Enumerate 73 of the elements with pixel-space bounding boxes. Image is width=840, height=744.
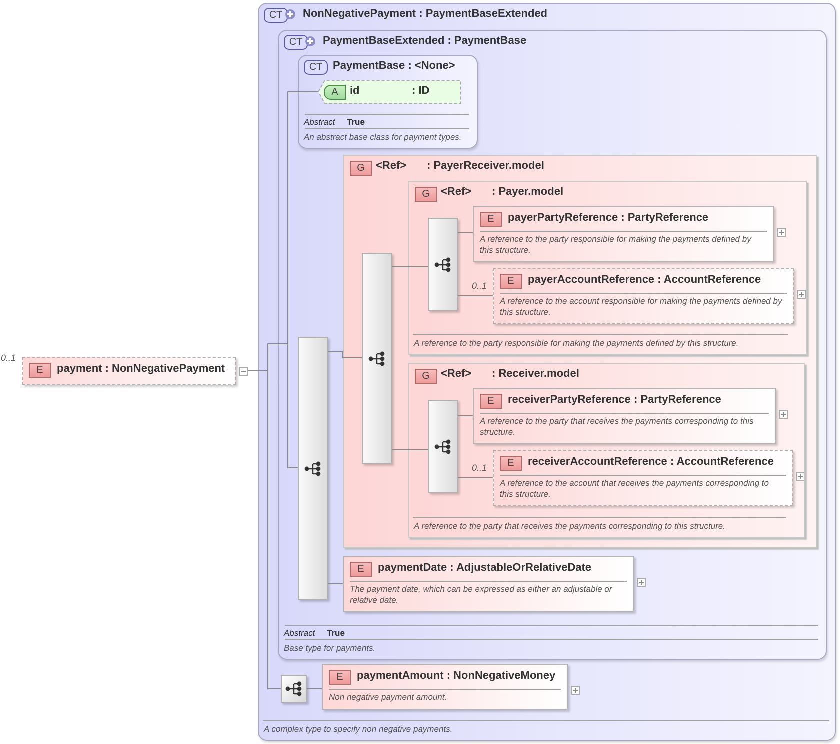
description: A reference to the party responsible for making the payments defined by this structure. xyxy=(480,234,753,256)
cardinality: 0..1 xyxy=(472,463,488,473)
element-badge: E xyxy=(350,562,372,577)
group-badge: G xyxy=(415,187,437,202)
sequence-compositor xyxy=(298,337,328,600)
type-name: NonNegativePayment : PaymentBaseExtended xyxy=(303,8,548,20)
attribute-name: id xyxy=(350,85,360,97)
property-value: True xyxy=(347,117,365,127)
element-box xyxy=(322,664,568,710)
connector-line xyxy=(306,688,322,690)
type-name: PaymentBaseExtended : PaymentBase xyxy=(323,35,527,47)
element-badge: E xyxy=(500,274,522,289)
complex-type-panel xyxy=(278,30,827,660)
sequence-compositor xyxy=(428,218,458,311)
element-name: paymentDate : AdjustableOrRelativeDate xyxy=(378,562,592,574)
element-box xyxy=(22,357,236,385)
element-badge: E xyxy=(500,456,522,471)
description: The payment date, which can be expressed as either an adjustable or relative date. xyxy=(350,584,614,606)
connector-line xyxy=(392,266,428,268)
property-value: True xyxy=(327,628,345,638)
element-badge: E xyxy=(329,670,351,685)
element-name: paymentAmount : NonNegativeMoney xyxy=(357,670,556,682)
description: Base type for payments. xyxy=(284,643,377,654)
group-badge: G xyxy=(350,161,372,176)
sequence-compositor xyxy=(428,400,458,493)
element-box xyxy=(493,450,793,506)
property-name: Abstract xyxy=(304,117,336,127)
element-badge: E xyxy=(480,212,502,227)
element-name: payment : NonNegativePayment xyxy=(57,363,226,375)
element-box xyxy=(343,556,634,612)
description: An abstract base class for payment types. xyxy=(304,132,463,143)
element-box xyxy=(493,268,794,324)
reference-name: <Ref> xyxy=(441,368,472,380)
element-badge: E xyxy=(480,394,502,409)
description: A reference to the party that receives the payments corresponding to this structure. xyxy=(414,521,727,532)
group-name: : Receiver.model xyxy=(492,368,580,380)
attribute-tag xyxy=(318,80,461,104)
type-badge: CT xyxy=(264,8,288,23)
description: A reference to the party that receives the payments corresponding to this structure. xyxy=(480,416,755,438)
group-panel xyxy=(408,363,805,538)
type-badge: CT xyxy=(304,60,328,75)
description: A reference to the account that receives the payments corresponding to this structure. xyxy=(500,478,770,500)
element-name: receiverAccountReference : AccountReference xyxy=(528,456,774,468)
complex-type-panel xyxy=(298,55,478,149)
element-name: payerAccountReference : AccountReference xyxy=(528,274,762,286)
description: Non negative payment amount. xyxy=(329,692,448,703)
description: A complex type to specify non negative payments. xyxy=(264,724,454,735)
element-name: payerPartyReference : PartyReference xyxy=(508,212,709,224)
group-badge: G xyxy=(415,369,437,384)
group-name: : Payer.model xyxy=(492,186,564,198)
sequence-compositor xyxy=(362,253,392,464)
group-panel xyxy=(343,155,817,548)
description: A reference to the party responsible for making the payments defined by this structure. xyxy=(414,338,740,349)
connector-line xyxy=(458,232,474,234)
attribute-badge: A xyxy=(324,85,346,100)
reference-name: <Ref> xyxy=(441,186,472,198)
property-name: Abstract xyxy=(284,628,316,638)
sequence-compositor xyxy=(281,675,307,703)
complex-type-panel xyxy=(258,3,836,741)
cardinality: 0..1 xyxy=(1,353,16,363)
element-name: receiverPartyReference : PartyReference xyxy=(508,394,722,406)
type-badge: CT xyxy=(284,35,308,50)
connector-line xyxy=(328,352,362,358)
attribute-type: : ID xyxy=(412,85,430,97)
group-name: : PayerReceiver.model xyxy=(427,160,544,172)
type-name: PaymentBase : <None> xyxy=(333,60,456,72)
element-badge: E xyxy=(29,363,51,378)
description: A reference to the account responsible for making the payments defined by this structure. xyxy=(500,296,784,318)
cardinality: 0..1 xyxy=(472,281,488,291)
group-panel xyxy=(408,181,807,355)
reference-name: <Ref> xyxy=(376,160,407,172)
element-box xyxy=(473,388,776,444)
element-box xyxy=(473,206,774,262)
